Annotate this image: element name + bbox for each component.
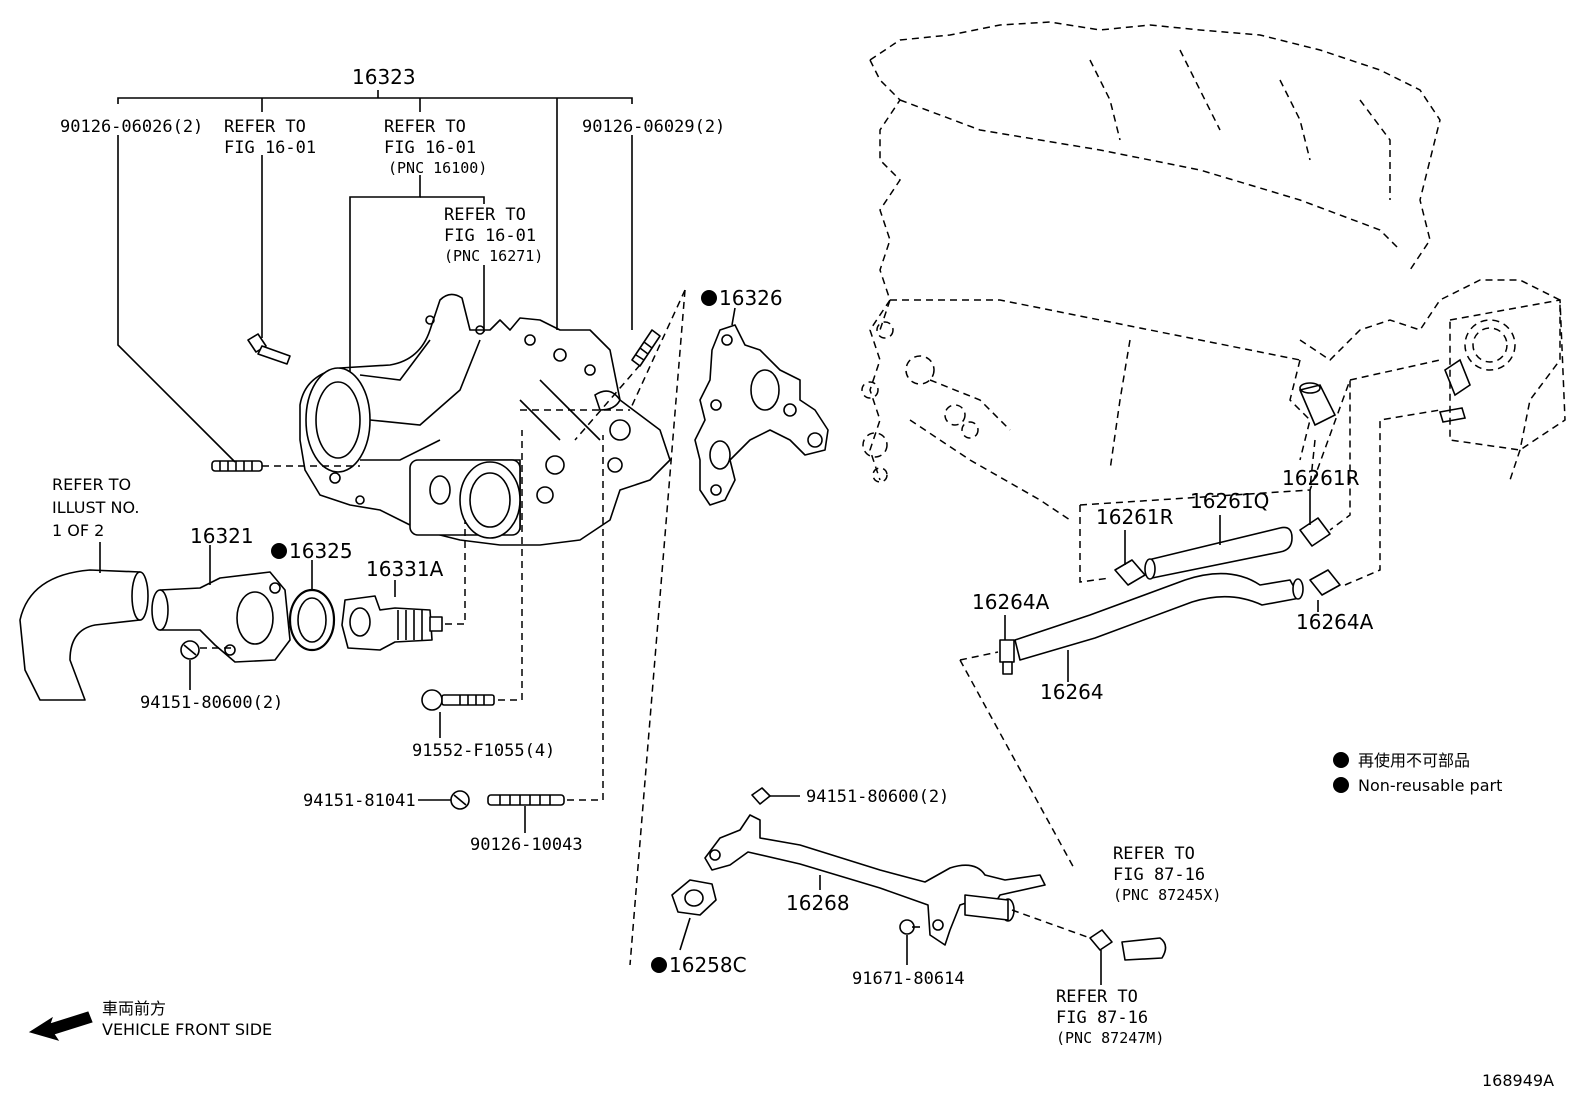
callout-16258C: 16258C [669,953,747,977]
water-outlet-housing-assembly [299,293,671,546]
legend-marker-jp [1333,752,1349,768]
clip-16261R-b [1299,517,1331,547]
water-inlet-16321 [151,571,291,663]
refer-pnc-16271-line1: REFER TO [444,205,526,225]
legend: 再使用不可部品 Non-reusable part [1333,751,1502,795]
callout-labels: 16323 90126-06026(2) 90126-06029(2) REFE… [52,65,1374,1047]
refer-fig-16-01-line2: FIG 16-01 [224,138,316,158]
nut-94151-80600-b [751,787,771,805]
gasket-ring-16325 [288,588,336,652]
figure-id: 168949A [1482,1071,1554,1090]
callout-16261Q: 16261Q [1190,489,1269,513]
refer-pnc-87245X-line1: REFER TO [1113,844,1195,864]
engine-block-outline [861,21,1566,521]
refer-pnc-16271-line2: FIG 16-01 [444,226,536,246]
radiator-hose [19,569,149,701]
refer-pnc-87245X-line2: FIG 87-16 [1113,865,1205,885]
clip-87247M [1089,929,1113,951]
refer-pnc-87247M-line1: REFER TO [1056,987,1138,1007]
non-reusable-marker-16325 [271,543,287,559]
bypass-pipe-16268 [704,814,1046,946]
legend-non-reusable-jp: 再使用不可部品 [1358,751,1470,770]
bolt-91671-80614 [899,919,920,935]
refer-fig-16-01-line1: REFER TO [224,117,306,137]
callout-91671-80614: 91671-80614 [852,969,965,989]
assembly-dashed-lines [200,289,1441,966]
refer-pnc-16100-line2: FIG 16-01 [384,138,476,158]
thermostat-16331A [341,595,443,651]
gasket-16326 [694,324,829,506]
callout-16261R-left: 16261R [1096,505,1174,529]
refer-pnc-87247M-line2: FIG 87-16 [1056,1008,1148,1028]
refer-pnc-16271-line3: (PNC 16271) [444,247,543,265]
callout-16326: 16326 [719,286,783,310]
callout-94151-80600-b: 94151-80600(2) [806,787,949,807]
bolt-91552-F1055 [421,689,495,711]
callout-16323: 16323 [352,65,416,89]
stud-90126-10043 [487,794,565,806]
vehicle-front-indicator: 車両前方 VEHICLE FRONT SIDE [28,999,272,1041]
legend-marker-en [1333,777,1349,793]
hose-16264 [1014,572,1304,661]
refer-pnc-87245X-line3: (PNC 87245X) [1113,886,1221,904]
callout-94151-80600-a: 94151-80600(2) [140,693,283,713]
refer-illust-line2: ILLUST NO. [52,498,139,517]
front-label-jp: 車両前方 [102,999,166,1018]
clip-16264A-a [999,639,1015,675]
non-reusable-marker-16258C [651,957,667,973]
bolt-fig-16-01 [247,333,291,365]
refer-pnc-16100-line1: REFER TO [384,117,466,137]
gasket-16258C [671,879,717,916]
callout-16264: 16264 [1040,680,1104,704]
callout-90126-06026: 90126-06026(2) [60,117,203,137]
refer-pnc-87247M-line3: (PNC 87247M) [1056,1029,1164,1047]
front-arrow-icon [28,1011,93,1041]
refer-pnc-16100-line3: (PNC 16100) [388,159,487,177]
callout-16261R-right: 16261R [1282,466,1360,490]
refer-illust-line3: 1 OF 2 [52,521,104,540]
legend-non-reusable-en: Non-reusable part [1358,776,1502,795]
callout-94151-81041: 94151-81041 [303,791,416,811]
nut-94151-81041 [450,790,470,810]
callout-90126-10043: 90126-10043 [470,835,583,855]
clip-16264A-b [1309,569,1341,596]
refer-illust-line1: REFER TO [52,475,131,494]
leader-lines [99,90,1319,985]
callout-16321: 16321 [190,524,254,548]
callout-16264A-right: 16264A [1296,610,1374,634]
callout-16264A-left: 16264A [972,590,1050,614]
clip-16261R-a [1114,559,1146,586]
non-reusable-marker-16326 [701,290,717,306]
callout-90126-06029: 90126-06029(2) [582,117,725,137]
front-label-en: VEHICLE FRONT SIDE [102,1020,272,1039]
hose-87245X [1121,937,1167,961]
stud-90126-06026 [211,460,263,472]
callout-16268: 16268 [786,891,850,915]
hose-16261Q [1144,526,1293,580]
stud-90126-06029 [631,329,661,367]
callout-16325: 16325 [289,539,353,563]
nut-94151-80600-a [180,640,200,660]
callout-16331A: 16331A [366,557,444,581]
callout-91552-F1055: 91552-F1055(4) [412,741,555,761]
